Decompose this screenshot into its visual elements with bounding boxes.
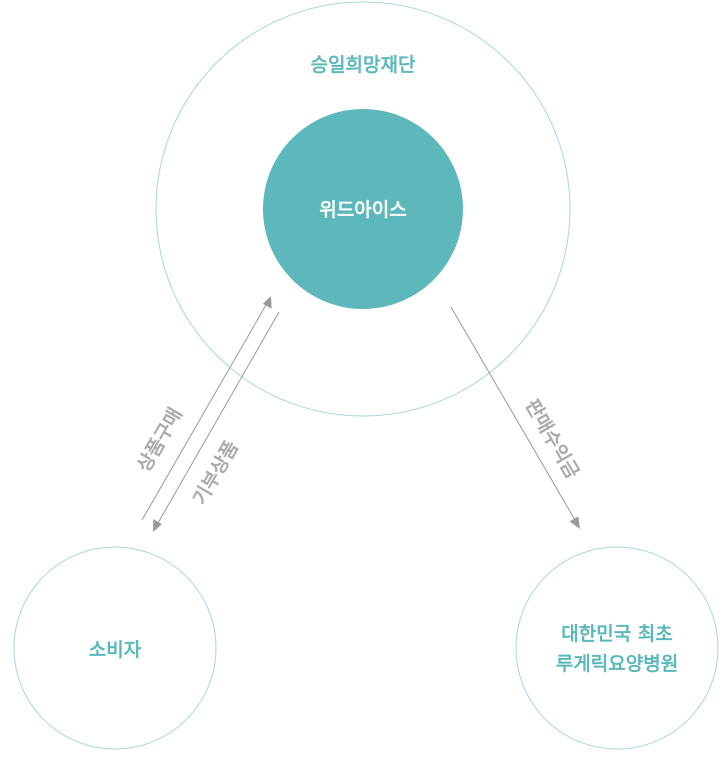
company-circle: [263, 109, 463, 309]
donation-label: 기부상품: [189, 437, 243, 509]
proceeds-arrowhead: [569, 516, 580, 529]
company-node: 위드아이스: [263, 109, 463, 309]
purchase-arrow-line: [141, 304, 267, 521]
hospital-node: 대한민국 최초 루게릭요양병원: [515, 546, 719, 750]
purchase-arrowhead: [262, 296, 272, 309]
proceeds-arrow: 판매수익금: [450, 306, 584, 529]
proceeds-arrow-line: [450, 306, 576, 521]
donation-arrowhead: [153, 519, 162, 532]
hospital-label-line2: 루게릭요양병원: [556, 653, 678, 675]
hospital-circle: [515, 546, 719, 750]
consumer-circle: [13, 546, 217, 750]
donation-arrow-line: [157, 311, 280, 524]
foundation-node: 승일희망재단: [155, 1, 571, 417]
proceeds-label: 판매수익금: [521, 396, 584, 483]
consumer-label: 소비자: [89, 639, 142, 661]
company-label: 위드아이스: [319, 199, 406, 221]
hospital-label-line1: 대한민국 최초: [561, 623, 673, 645]
foundation-circle: [155, 1, 571, 417]
foundation-label: 승일희망재단: [311, 54, 416, 76]
consumer-node: 소비자: [13, 546, 217, 750]
purchase-label: 상품구매: [133, 404, 187, 476]
